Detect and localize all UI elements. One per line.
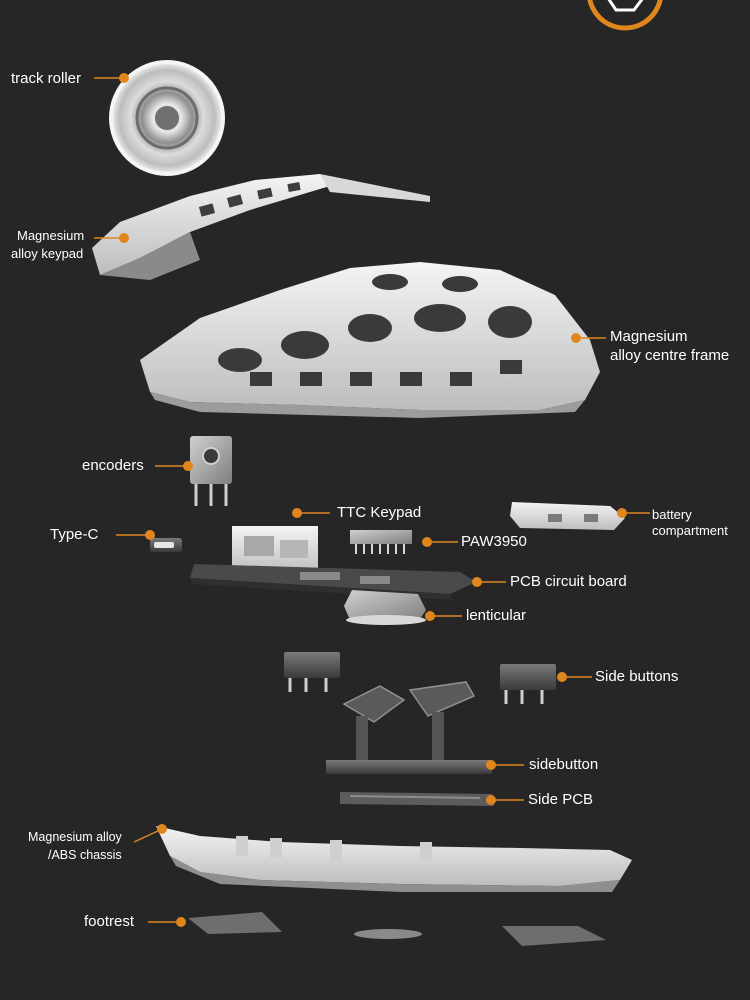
label-encoders: encoders xyxy=(82,457,144,474)
label-battery-compartment: battery compartment xyxy=(652,507,728,540)
sidebutton-assembly-part xyxy=(326,681,492,774)
label-side-pcb: Side PCB xyxy=(528,791,594,808)
label-paw3950: PAW3950 xyxy=(461,533,527,550)
footrest-part xyxy=(188,912,606,946)
label-type-c: Type-C xyxy=(50,526,99,543)
track-roller-part xyxy=(109,60,225,176)
paw3950-part xyxy=(350,530,412,554)
label-line: /ABS chassis xyxy=(48,847,122,862)
side-pcb-part xyxy=(340,792,494,806)
label-chassis: Magnesium alloy /ABS chassis xyxy=(28,830,122,863)
lenticular-part xyxy=(344,590,426,625)
label-ttc-keypad: TTC Keypad xyxy=(337,504,422,521)
label-line: Magnesium xyxy=(17,228,85,243)
label-line: compartment xyxy=(652,523,728,539)
label-line: Magnesium xyxy=(610,328,688,345)
chassis-part xyxy=(156,826,632,892)
magnesium-keypad-part xyxy=(92,174,430,280)
pcb-board-part xyxy=(190,564,476,600)
label-line: battery xyxy=(652,507,692,522)
callout-dots xyxy=(119,73,627,927)
side-button-right-part xyxy=(500,664,556,704)
label-line: alloy keypad xyxy=(11,246,84,262)
callout-lines xyxy=(94,77,650,923)
label-lenticular: lenticular xyxy=(466,607,527,624)
battery-compartment-part xyxy=(510,502,625,530)
hexagon-logo-icon xyxy=(587,0,663,31)
centre-frame-part xyxy=(140,262,600,418)
encoder-part xyxy=(190,436,232,506)
label-line: alloy centre frame xyxy=(610,346,730,364)
label-pcb-circuit-board: PCB circuit board xyxy=(510,573,627,590)
label-side-buttons: Side buttons xyxy=(595,668,679,685)
label-sidebutton: sidebutton xyxy=(529,756,599,773)
label-track-roller: track roller xyxy=(11,70,82,87)
label-line: Magnesium alloy xyxy=(28,830,122,844)
label-magnesium-keypad: Magnesium alloy keypad xyxy=(11,228,85,263)
side-button-left-part xyxy=(284,652,340,692)
label-footrest: footrest xyxy=(84,913,135,930)
type-c-part xyxy=(150,538,182,552)
label-centre-frame: Magnesium alloy centre frame xyxy=(610,328,729,366)
